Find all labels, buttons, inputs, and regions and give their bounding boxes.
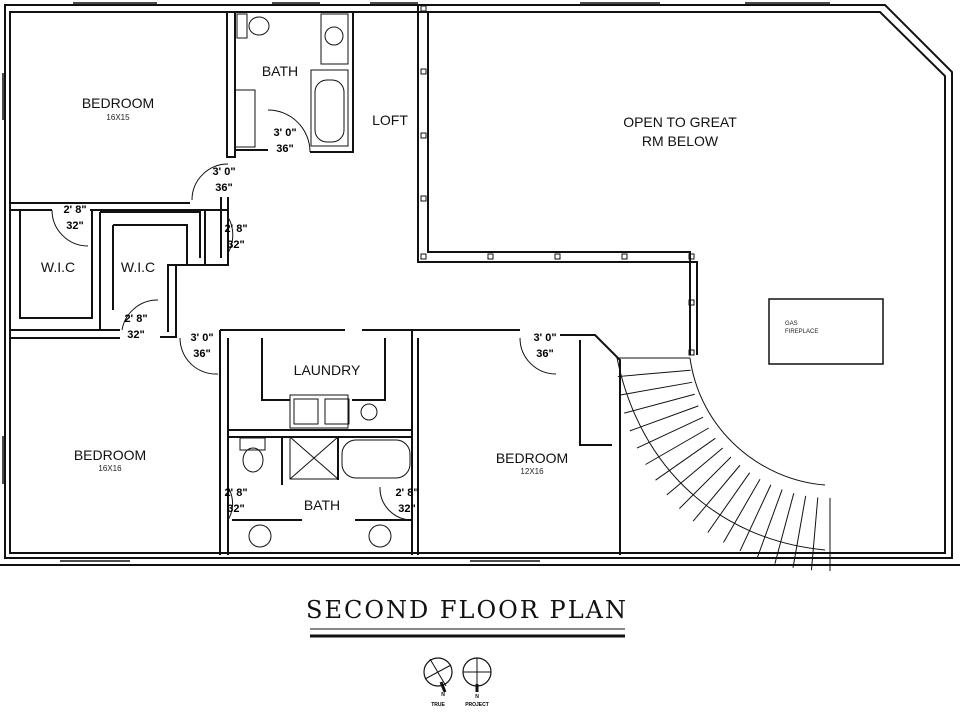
door-labels: 3' 0" 36" 3' 0" 36" 2' 8" 32" 2' 8" 32" … (63, 127, 556, 515)
true-north-letter: N (441, 692, 445, 698)
door-label-ft: 3' 0" (190, 332, 213, 344)
door-swings (51, 109, 557, 521)
door-label-in: 36" (276, 143, 293, 155)
stair-tread (692, 464, 741, 522)
door-label-ft: 3' 0" (273, 127, 296, 139)
door-label-in: 32" (66, 220, 83, 232)
project-north-letter: N (475, 694, 479, 700)
stair-tread (645, 427, 710, 465)
door-label-ft: 2' 8" (124, 313, 147, 325)
bedroom-3-size: 12X16 (520, 467, 544, 476)
interior-walls (10, 5, 698, 555)
bedroom-2-label: BEDROOM (74, 447, 146, 463)
loft-label: LOFT (372, 112, 408, 128)
project-north-arrow-icon: N PROJECT (462, 657, 492, 708)
curved-staircase (616, 357, 831, 571)
bath-1-label: BATH (262, 63, 298, 79)
bath-2-label: BATH (304, 497, 340, 513)
exterior-walls (0, 4, 960, 566)
fireplace-label-1: GAS (785, 321, 798, 327)
door-label-in: 32" (398, 503, 415, 515)
stair-tread (774, 493, 795, 564)
stair-tread (723, 478, 761, 543)
stair-tread (810, 497, 819, 571)
door-label-in: 36" (215, 182, 232, 194)
door-label-ft: 2' 8" (63, 204, 86, 216)
stair-tread (756, 489, 783, 559)
stair-tread (636, 416, 704, 449)
true-north-arrow-icon: N TRUE (423, 657, 453, 708)
door-label-ft: 2' 8" (224, 223, 247, 235)
door-label-ft: 3' 0" (212, 166, 235, 178)
open-to-great-room-line2: RM BELOW (642, 133, 719, 149)
stair-tread (655, 437, 716, 481)
stair-tread (629, 405, 699, 432)
bedroom-2-size: 16X16 (98, 464, 122, 473)
door-label-ft: 3' 0" (533, 332, 556, 344)
stair-tread (739, 484, 772, 552)
door-label-in: 32" (127, 329, 144, 341)
wic-1-label: W.I.C (41, 259, 75, 275)
plan-title: SECOND FLOOR PLAN (306, 596, 628, 624)
door-label-in: 36" (193, 348, 210, 360)
wic-2-label: W.I.C (121, 259, 155, 275)
stair-tread (707, 472, 751, 533)
fixtures (234, 13, 411, 548)
fireplace-label-2: FIREPLACE (785, 329, 818, 335)
stair-tread (617, 369, 691, 378)
stair-tread (679, 456, 732, 509)
stair-tread (620, 381, 693, 396)
stair-tread (666, 447, 724, 496)
windows (2, 2, 830, 562)
bedroom-1-label: BEDROOM (82, 95, 154, 111)
door-label-in: 32" (227, 503, 244, 515)
door-label-ft: 2' 8" (395, 487, 418, 499)
loft-railing (420, 5, 695, 356)
bedroom-3-label: BEDROOM (496, 450, 568, 466)
true-north-label: TRUE (431, 702, 445, 708)
bedroom-1-size: 16X15 (106, 113, 130, 122)
door-label-in: 36" (536, 348, 553, 360)
stair-tread (624, 393, 695, 414)
project-north-label: PROJECT (465, 702, 489, 708)
door-label-in: 32" (227, 239, 244, 251)
stair-tread (792, 495, 807, 568)
open-to-great-room-line1: OPEN TO GREAT (623, 114, 737, 130)
door-label-ft: 2' 8" (224, 487, 247, 499)
laundry-label: LAUNDRY (294, 362, 361, 378)
gas-fireplace (768, 298, 884, 365)
